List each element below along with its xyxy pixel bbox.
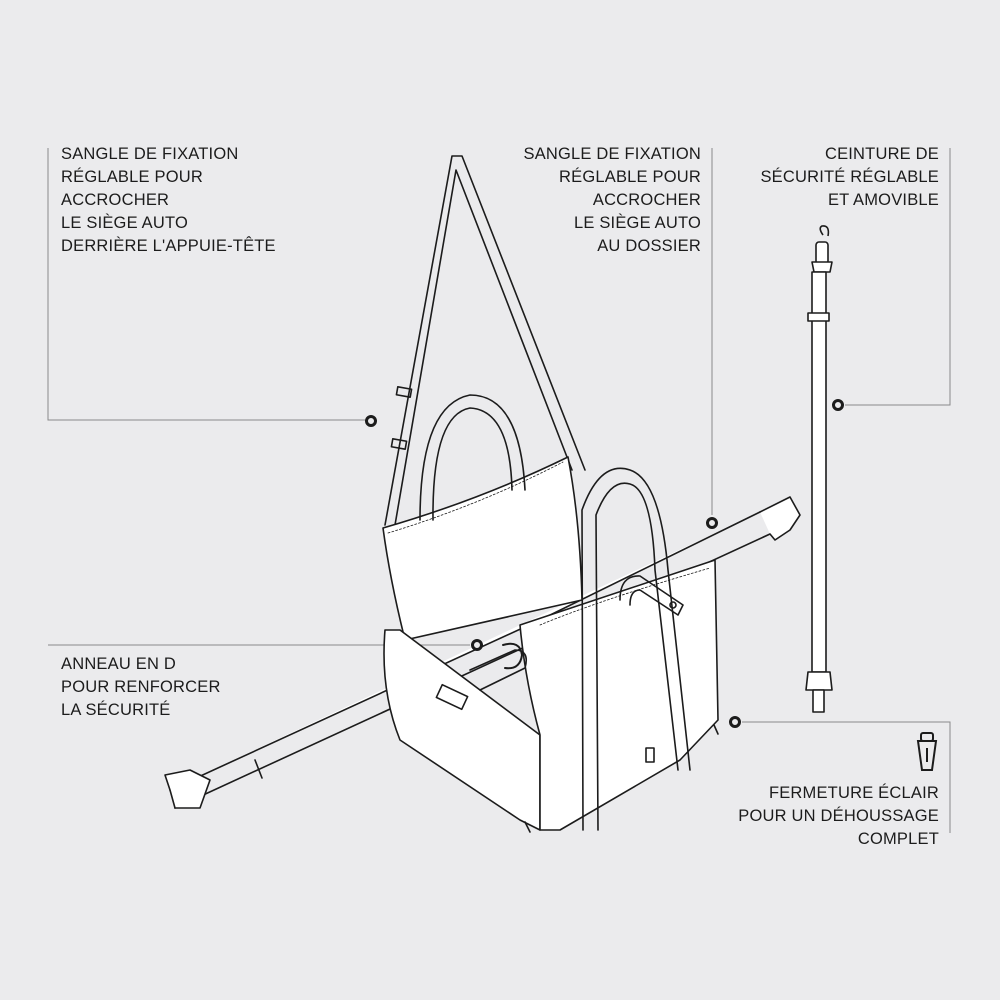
callout-line: LE SIÈGE AUTO: [573, 214, 701, 232]
callout-d-ring: ANNEAU EN D POUR RENFORCER LA SÉCURITÉ: [61, 653, 221, 722]
callout-line: SÉCURITÉ RÉGLABLE: [760, 168, 939, 186]
callout-line: ACCROCHER: [61, 191, 170, 209]
callout-line: RÉGLABLE POUR: [559, 168, 701, 186]
leader-safety-belt: [845, 148, 951, 406]
marker-d-ring: [471, 639, 483, 651]
callout-line: POUR UN DÉHOUSSAGE: [738, 807, 939, 825]
callout-line: CEINTURE DE: [824, 145, 939, 163]
callout-line: LA SÉCURITÉ: [61, 701, 171, 719]
marker-backrest-strap: [706, 517, 718, 529]
marker-zipper: [729, 716, 741, 728]
callout-line: LE SIÈGE AUTO: [61, 214, 189, 232]
car-seat-bag-drawing: [164, 155, 801, 833]
callout-line: COMPLET: [857, 830, 939, 848]
callout-line: DERRIÈRE L'APPUIE-TÊTE: [61, 237, 276, 255]
callout-line: SANGLE DE FIXATION: [61, 145, 239, 163]
zipper-icon: [916, 732, 938, 771]
callout-line: ET AMOVIBLE: [827, 191, 939, 209]
callout-line: ACCROCHER: [592, 191, 701, 209]
callout-zipper: FERMETURE ÉCLAIR POUR UN DÉHOUSSAGE COMP…: [738, 782, 939, 851]
callout-line: FERMETURE ÉCLAIR: [768, 784, 939, 802]
leader-zipper: [742, 721, 951, 833]
callout-line: POUR RENFORCER: [61, 678, 221, 696]
safety-belt-drawing: [805, 225, 833, 713]
callout-line: RÉGLABLE POUR: [61, 168, 203, 186]
callout-markers: [365, 399, 844, 728]
marker-safety-belt: [832, 399, 844, 411]
callout-line: ANNEAU EN D: [61, 655, 176, 673]
callout-safety-belt: CEINTURE DE SÉCURITÉ RÉGLABLE ET AMOVIBL…: [760, 143, 939, 212]
callout-line: SANGLE DE FIXATION: [523, 145, 701, 163]
callout-headrest-strap: SANGLE DE FIXATION RÉGLABLE POUR ACCROCH…: [61, 143, 276, 258]
leader-headrest-strap: [47, 148, 365, 421]
callout-line: AU DOSSIER: [597, 237, 701, 255]
marker-headrest-strap: [365, 415, 377, 427]
callout-backrest-strap: SANGLE DE FIXATION RÉGLABLE POUR ACCROCH…: [524, 143, 702, 258]
